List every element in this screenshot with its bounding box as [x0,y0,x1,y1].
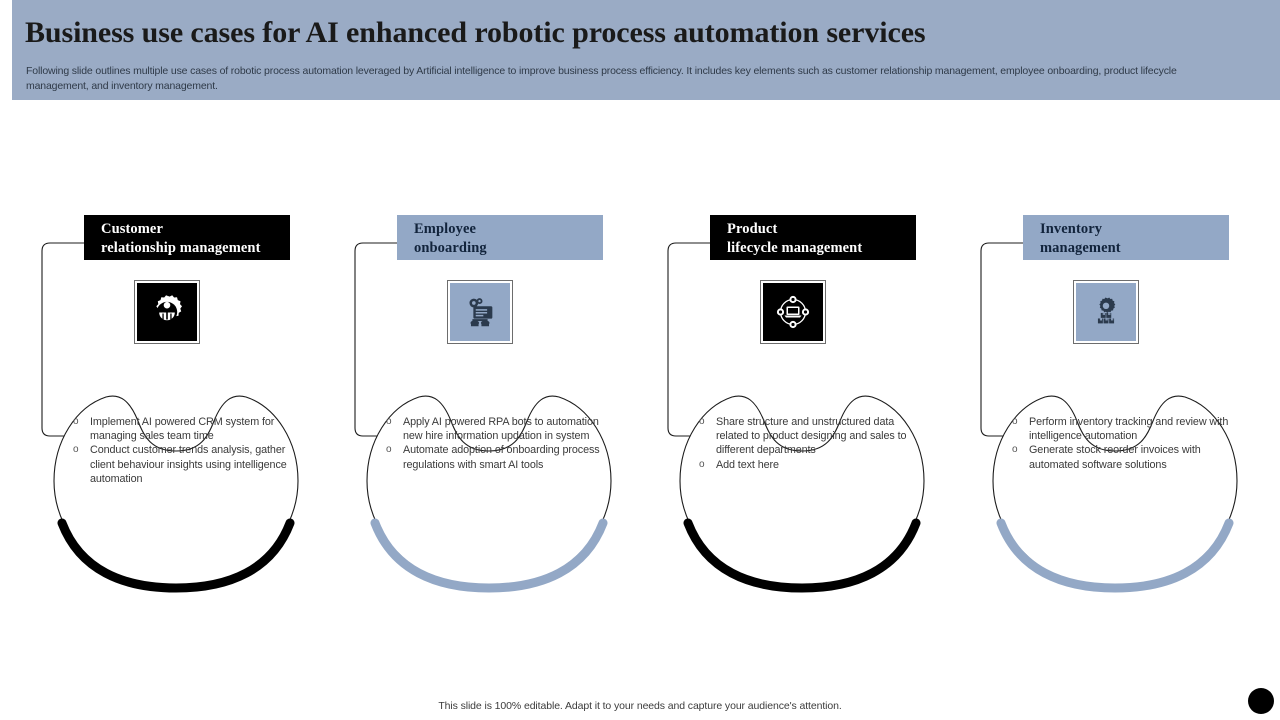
card-bottom-arc [370,518,608,593]
card-title-line2: lifecycle management [727,239,863,256]
card-title-line1: Product [727,221,778,237]
header-band [0,0,1280,100]
icon-tile[interactable] [1073,280,1139,344]
use-case-card-product-lifecycle-management[interactable]: Product lifecycle management [666,215,936,595]
list-item: Share structure and unstructured data re… [684,415,924,458]
list-item: Conduct customer trends analysis, gather… [58,443,298,486]
bullet-list: Perform inventory tracking and review wi… [997,415,1237,472]
gear-robot-icon [156,295,182,323]
use-case-card-inventory-management[interactable]: Inventory management [979,215,1249,595]
icon-tile[interactable] [134,280,200,344]
connector-elbow [41,242,100,437]
card-title-chip: Employee onboarding [397,215,603,260]
card-title-line1: Employee [414,221,477,237]
card-title-chip: Inventory management [1023,215,1229,260]
list-item: Add text here [684,458,924,472]
footer-note: This slide is 100% editable. Adapt it to… [438,700,842,712]
list-item: Apply AI powered RPA bots to automation … [371,415,611,443]
list-item: Perform inventory tracking and review wi… [997,415,1237,443]
list-item: Generate stock reorder invoices with aut… [997,443,1237,471]
page-title: Business use cases for AI enhanced robot… [25,16,926,49]
bullet-list: Apply AI powered RPA bots to automation … [371,415,611,472]
card-title-line2: onboarding [414,239,487,256]
header-underline [0,100,1280,105]
boxes-gear-icon [1097,297,1116,324]
card-title-line2: management [1040,239,1121,256]
page-subtitle: Following slide outlines multiple use ca… [26,65,1177,92]
icon-tile[interactable] [760,280,826,344]
card-bottom-arc [57,518,295,593]
use-case-card-customer-relationship-management[interactable]: Customer relationship management Impleme… [40,215,310,595]
card-title-chip: Product lifecycle management [710,215,916,260]
card-title-line1: Customer [101,221,164,237]
robot-document-icon [469,298,493,327]
header-accent-strip [0,0,12,100]
bullet-list: Share structure and unstructured data re… [684,415,924,472]
card-bottom-arc [996,518,1234,593]
corner-dot-decoration [1248,688,1274,714]
card-title-chip: Customer relationship management [84,215,290,260]
bullet-list: Implement AI powered CRM system for mana… [58,415,298,486]
connector-elbow [667,242,726,437]
card-title-line2: relationship management [101,239,261,256]
card-bottom-arc [683,518,921,593]
list-item: Implement AI powered CRM system for mana… [58,415,298,443]
list-item: Automate adoption of onboarding process … [371,443,611,471]
card-title-line1: Inventory [1040,221,1103,237]
laptop-lifecycle-icon [776,295,810,329]
icon-tile[interactable] [447,280,513,344]
connector-elbow [980,242,1039,437]
connector-elbow [354,242,413,437]
use-case-card-employee-onboarding[interactable]: Employee onboarding [353,215,623,595]
